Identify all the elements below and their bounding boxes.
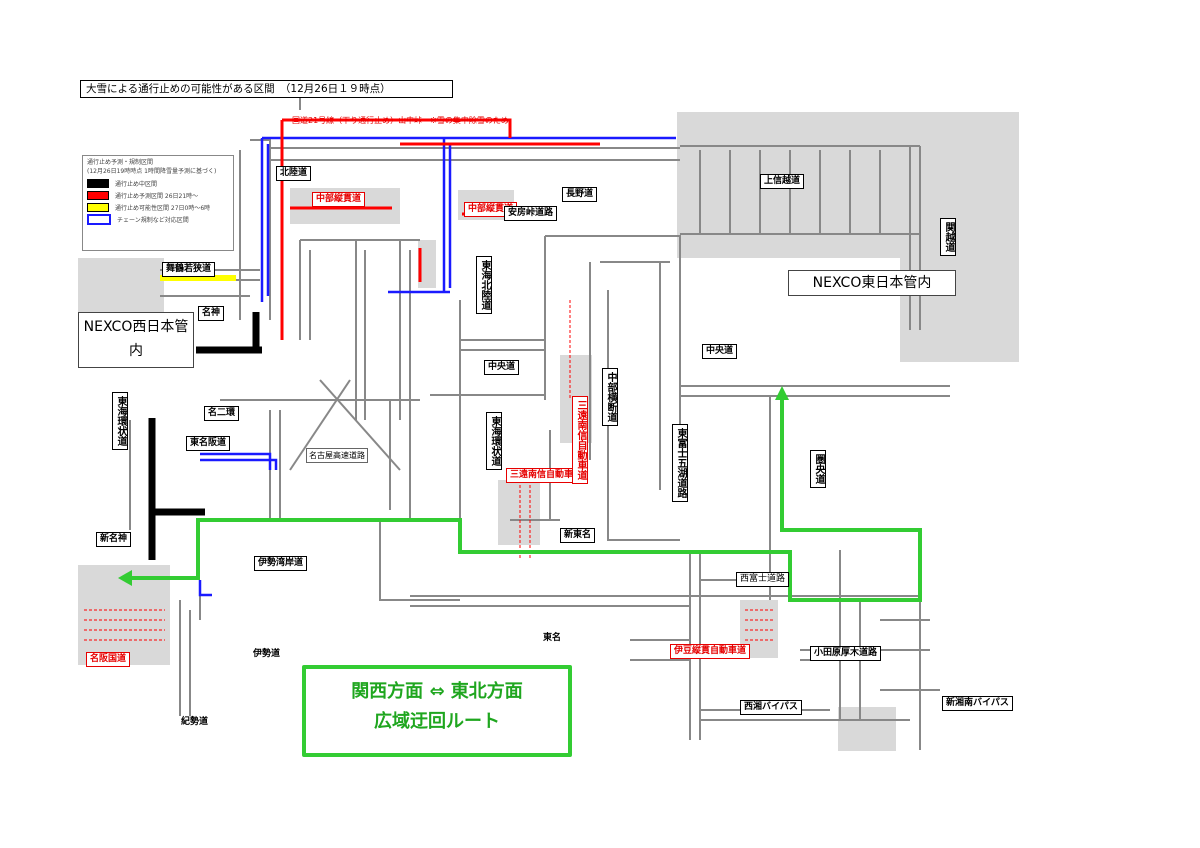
chain-control-lines [200,138,676,595]
legend-label: 通行止め可能性区間 27日0時～6時 [115,203,210,212]
region-west-label: NEXCO西日本管内 [78,312,194,368]
road-label-meinikan: 名二環 [204,406,239,421]
legend-swatch-chain [87,214,111,225]
legend-swatch-forecast [87,191,109,200]
road-label-meishin: 名神 [198,306,224,321]
road-label-seisho: 西湘バイパス [740,700,802,715]
road-label-ise: 伊勢道 [250,648,283,661]
legend-label: チェーン規制など対応区間 [117,215,189,224]
road-label-shintomei: 新東名 [560,528,595,543]
road-label-joshinetsu: 上信越道 [760,174,804,189]
road-label-ken-o: 圏央道 [810,450,826,488]
legend: 通行止め予測・規制区間 (12月26日19時時点 1時間降雪量予測に基づく) 通… [82,155,234,251]
road-label-shinshonan: 新湘南バイパス [942,696,1013,711]
road-label-meihan: 名阪国道 [86,652,130,667]
legend-subheader: (12月26日19時時点 1時間降雪量予測に基づく) [83,168,233,177]
legend-label: 通行止め中区間 [115,179,157,188]
legend-item: 通行止め可能性区間 27日0時～6時 [83,201,233,213]
road-label-nagano: 長野道 [562,187,597,202]
road-label-shinmeishin: 新名神 [96,532,131,547]
notice-route21: 国道21号線（下り通行止め）山中峠 ※雪の集中除雪のため [292,115,509,126]
legend-swatch-possible [87,203,109,212]
road-label-nagoya-expressway: 名古屋高速道路 [306,448,368,463]
road-label-tokai-kanjo-2: 東海環状道 [486,412,502,470]
legend-swatch-closed [87,179,109,188]
road-label-izu-jukan: 伊豆縦貫自動車道 [670,644,750,659]
road-label-kanetsu: 関越道 [940,218,956,256]
detour-line-1: 関西方面 ⇔ 東北方面 [306,677,568,707]
forecast-lines [282,120,600,340]
road-label-tomeihan: 東名阪道 [186,436,230,451]
road-label-tokai-hokuriku: 東海北陸道 [476,256,492,314]
road-label-anbo: 安房峠道路 [504,206,557,221]
road-label-isewangan: 伊勢湾岸道 [254,556,307,571]
road-label-maizuru-wakasa: 舞鶴若狭道 [162,262,215,277]
road-label-sanen: 三遠南信自動車道 [572,396,588,484]
legend-item: チェーン規制など対応区間 [83,213,233,225]
region-east-label: NEXCO東日本管内 [788,270,956,296]
detour-callout: 関西方面 ⇔ 東北方面 広域迂回ルート [302,665,572,757]
road-label-chuo: 中央道 [484,360,519,375]
road-label-higashi-fuji-goko: 東富士五湖道路 [672,424,688,502]
legend-label: 通行止め予測区間 26日21時～ [115,191,198,200]
road-label-odawara-atsugi: 小田原厚木道路 [810,646,881,661]
road-label-chuo-east: 中央道 [702,344,737,359]
detour-line-2: 広域迂回ルート [306,707,568,737]
map-title: 大雪による通行止めの可能性がある区間 （12月26日１９時点） [80,80,453,98]
road-label-chubu-jukan: 中部縦貫道 [312,192,365,207]
legend-item: 通行止め予測区間 26日21時～ [83,189,233,201]
road-label-kisei: 紀勢道 [178,716,211,729]
road-label-chubu-odan: 中部横断道 [602,368,618,426]
road-label-hokuriku: 北陸道 [276,166,311,181]
legend-header: 通行止め予測・規制区間 [83,156,233,168]
road-label-tokai-kanjo: 東海環状道 [112,392,128,450]
road-label-tomei: 東名 [540,632,564,645]
legend-item: 通行止め中区間 [83,177,233,189]
road-label-nishifuji: 西富士道路 [736,572,789,587]
